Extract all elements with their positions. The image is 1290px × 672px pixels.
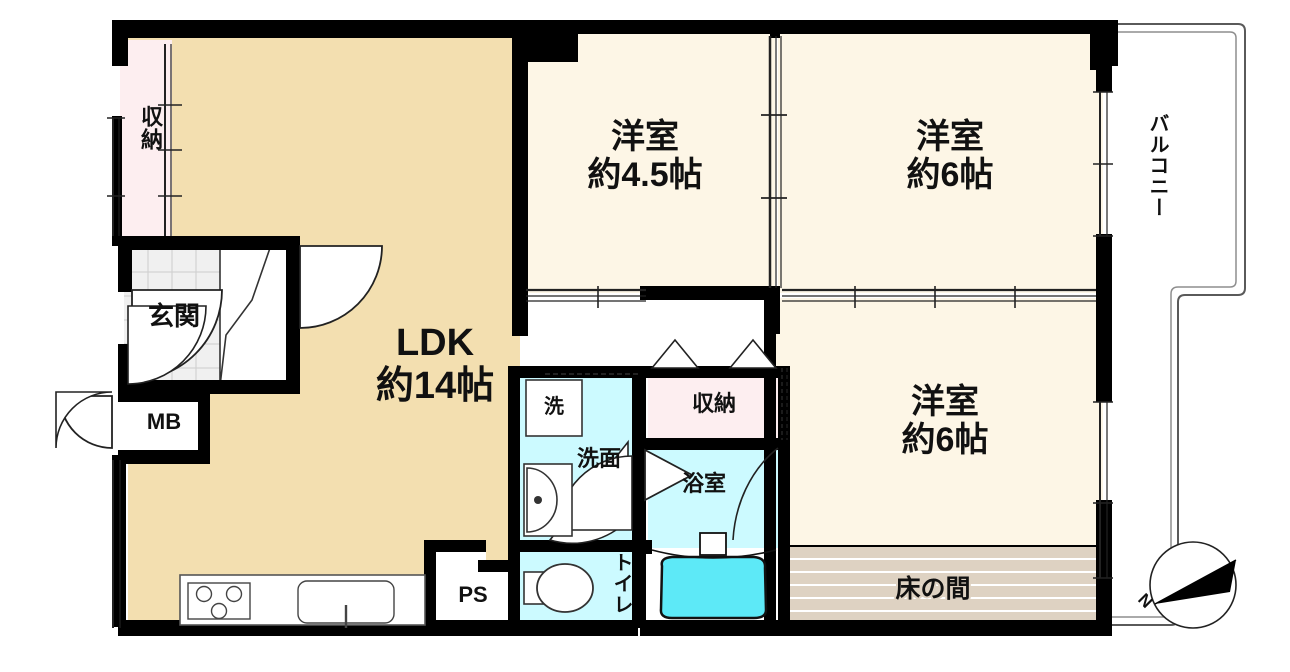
bath-faucet xyxy=(699,532,727,556)
bathtub xyxy=(659,555,768,620)
balcony-outline-inner xyxy=(1110,31,1237,618)
tokonoma-plank-lines xyxy=(765,558,1103,612)
bath-door-arrow[interactable] xyxy=(644,448,694,502)
pipe-shaft-fill xyxy=(428,565,520,625)
entry-closet-fill xyxy=(120,40,172,240)
front-door-swing[interactable] xyxy=(55,391,113,449)
vanity-sink xyxy=(523,463,573,537)
compass-rose xyxy=(1149,541,1237,629)
balcony-outline xyxy=(1110,23,1246,626)
sliding-partitions[interactable] xyxy=(107,36,1113,628)
bedroom-top-right-fill xyxy=(778,28,1103,293)
bath-apron xyxy=(651,549,777,559)
bedroom-right-fill xyxy=(765,298,1103,546)
bedroom-top-left-fill xyxy=(520,28,775,293)
toilet-fixture xyxy=(523,563,594,613)
hall-closet-door-marks xyxy=(650,338,778,369)
meter-box-fill xyxy=(124,398,204,454)
bath-inner-swing xyxy=(732,447,779,541)
hall-closet-fill xyxy=(648,372,778,442)
washer-pan xyxy=(525,379,583,437)
kitchen-counter xyxy=(179,574,426,628)
genkan-door-swing[interactable] xyxy=(127,305,207,385)
